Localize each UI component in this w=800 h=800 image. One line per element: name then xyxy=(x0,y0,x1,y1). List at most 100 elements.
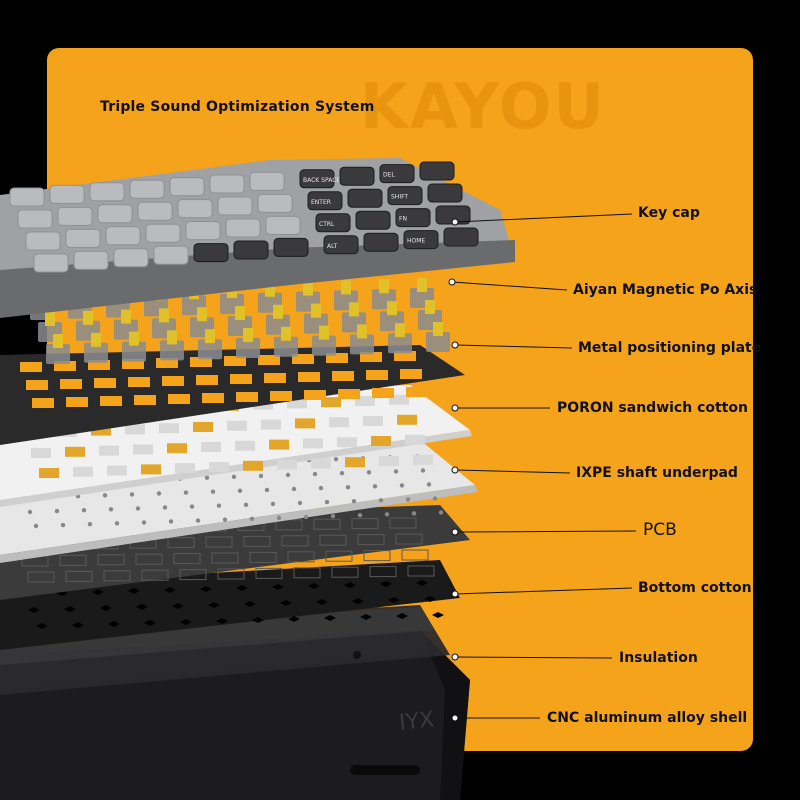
keycap xyxy=(113,248,149,268)
cotton-hole xyxy=(144,620,156,626)
label-pcb: PCB xyxy=(643,520,677,540)
ixpe-dot xyxy=(114,521,120,526)
plate-hole xyxy=(54,361,76,371)
ixpe-dot xyxy=(291,486,297,492)
ixpe-dot xyxy=(405,497,411,502)
ixpe-dot xyxy=(318,485,324,491)
switch-stem xyxy=(387,301,397,316)
cotton-hole xyxy=(128,588,140,594)
switch-stem xyxy=(319,325,329,340)
ixpe-dot xyxy=(129,492,135,497)
ixpe-dot xyxy=(438,510,444,515)
ixpe-dot xyxy=(285,472,291,478)
pcb-trace xyxy=(357,534,385,546)
plate-hole xyxy=(338,389,360,399)
plate-hole xyxy=(88,360,110,370)
cotton-hole xyxy=(180,619,192,625)
plate-hole xyxy=(20,362,42,372)
plate-hole xyxy=(66,397,88,407)
ixpe-dot xyxy=(141,520,147,525)
plate-hole xyxy=(190,357,212,367)
ixpe-dot xyxy=(135,506,141,511)
ixpe-dot xyxy=(210,489,216,494)
ixpe-dot xyxy=(87,522,93,527)
poron-hole xyxy=(133,444,153,455)
poron-hole xyxy=(39,468,59,478)
leader-dot xyxy=(451,653,459,661)
keycap xyxy=(185,221,221,241)
leader-dot xyxy=(451,404,459,412)
keycap xyxy=(379,164,415,184)
keycap xyxy=(73,250,109,270)
cotton-hole xyxy=(360,614,372,620)
switch-stem xyxy=(235,306,245,320)
cotton-hole xyxy=(92,589,104,595)
pcb-trace xyxy=(293,567,321,579)
pcb-trace xyxy=(205,536,233,548)
keycap xyxy=(97,204,133,224)
switch-housing xyxy=(350,334,374,355)
cotton-hole xyxy=(388,597,400,603)
pcb-trace xyxy=(313,518,341,530)
keycap-legend: SHIFT xyxy=(391,194,408,201)
keycap xyxy=(57,206,93,226)
case-logo: IYX xyxy=(398,707,435,736)
poron-hole xyxy=(193,422,213,432)
label-cnc-shell: CNC aluminum alloy shell xyxy=(547,710,748,726)
switch-stem xyxy=(205,329,215,344)
leader-line xyxy=(451,281,568,291)
switch-housing xyxy=(198,339,222,360)
leader-dot xyxy=(451,714,459,722)
keycap xyxy=(363,232,399,252)
leader-dot xyxy=(448,278,456,286)
keycap-legend: BACK SPACE xyxy=(303,177,340,184)
plate-hole xyxy=(292,354,314,364)
keycap xyxy=(427,183,463,203)
keycap xyxy=(129,179,165,199)
poron-hole xyxy=(235,440,255,451)
keycap xyxy=(89,182,125,202)
poron-hole xyxy=(107,465,127,476)
switch-housing xyxy=(312,335,336,356)
cotton-hole xyxy=(280,600,292,606)
ixpe-dot xyxy=(156,491,162,496)
switch-housing xyxy=(426,332,450,352)
switch-stem xyxy=(349,302,359,317)
poron-hole xyxy=(227,420,247,431)
ixpe-dot xyxy=(102,493,108,498)
cotton-hole xyxy=(396,613,408,619)
pcb-trace xyxy=(369,566,397,578)
ixpe-dot xyxy=(264,487,270,493)
keycap xyxy=(209,174,245,194)
ghost-title: KAYOU xyxy=(360,70,606,143)
cotton-hole xyxy=(352,598,364,604)
cotton-hole xyxy=(172,603,184,609)
pcb-trace xyxy=(217,568,245,580)
plate-hole xyxy=(304,390,326,400)
keycap xyxy=(249,171,285,191)
plate-hole xyxy=(394,351,416,361)
pcb-trace xyxy=(287,551,315,563)
ixpe-dot xyxy=(384,512,390,517)
poron-hole xyxy=(397,414,417,425)
poron-hole xyxy=(269,439,289,450)
poron-hole xyxy=(65,446,85,457)
leader-dot xyxy=(451,466,459,474)
switch-housing xyxy=(236,338,260,358)
keycap xyxy=(145,223,181,243)
cotton-hole xyxy=(216,618,228,624)
keycap xyxy=(265,215,301,235)
switch-stem xyxy=(273,304,283,319)
leader-line xyxy=(454,656,613,659)
plate-hole xyxy=(366,370,388,380)
cotton-hole xyxy=(236,585,248,591)
poron-hole xyxy=(413,454,433,465)
switch-stem xyxy=(303,281,313,296)
pcb-trace xyxy=(389,517,417,529)
plate-hole xyxy=(94,378,116,388)
ixpe-dot xyxy=(231,474,237,479)
keycap xyxy=(217,196,253,216)
